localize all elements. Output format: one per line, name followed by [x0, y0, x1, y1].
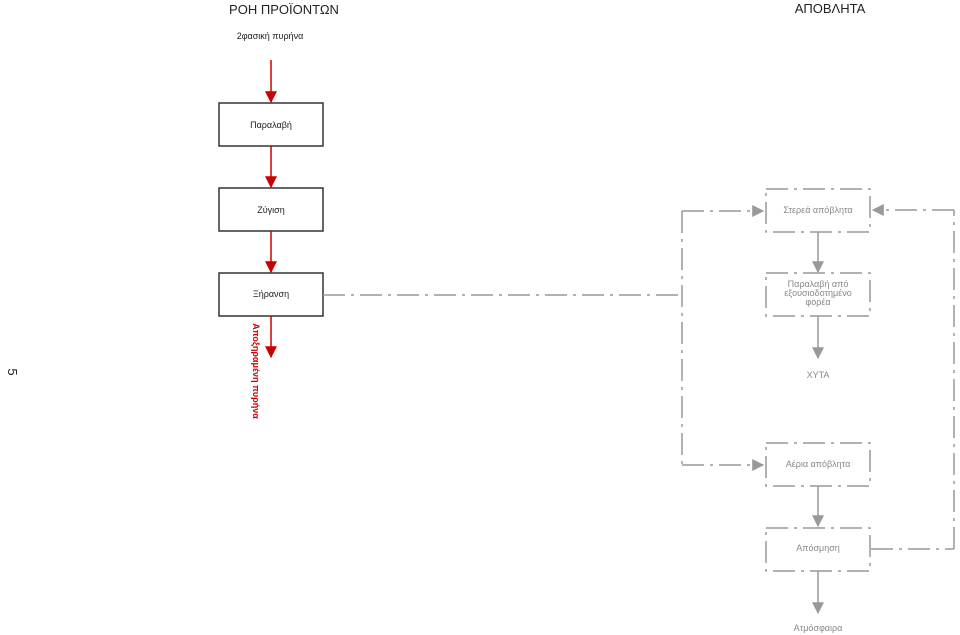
landfill-label: ΧΥΤΑ	[807, 370, 830, 380]
step-weighing-box	[218, 187, 324, 232]
collection-label-line3: φορέα	[805, 297, 830, 307]
waste-branch-lines	[323, 204, 955, 550]
input-label: 2φασική πυρήνα	[237, 31, 304, 41]
solid-waste-label: Στερεά απόβλητα	[783, 205, 852, 215]
step-weighing: Ζύγιση	[218, 187, 324, 232]
waste-deodorization: Απόσμηση	[765, 527, 871, 572]
step-drying-label: Ξήρανση	[253, 289, 289, 299]
atmosphere-label: Ατμόσφαιρα	[794, 623, 843, 633]
waste-header: ΑΠΟΒΛΗΤΑ	[795, 1, 866, 16]
waste-collection: Παραλαβή από εξουσιοδοτημένο φορέα	[765, 272, 871, 317]
solid-waste-box	[765, 188, 871, 233]
step-weighing-label: Ζύγιση	[257, 205, 284, 215]
waste-solid: Στερεά απόβλητα	[765, 188, 871, 233]
product-flow-header: ΡΟΗ ΠΡΟΪΟΝΤΩΝ	[229, 2, 339, 17]
page-number: 5	[5, 368, 20, 375]
collection-label-line2: εξουσιοδοτημένο	[784, 288, 851, 298]
collection-box	[765, 272, 871, 317]
output-label: Αποξηραμένη πυρήνα	[251, 323, 261, 419]
waste-gaseous: Αέρια απόβλητα	[765, 442, 871, 487]
deodorization-box	[765, 527, 871, 572]
step-receiving-label: Παραλαβή	[250, 120, 292, 130]
collection-label-line1: Παραλαβή από	[788, 279, 849, 289]
step-drying-box	[218, 272, 324, 317]
step-receiving: Παραλαβή	[218, 102, 324, 147]
step-drying: Ξήρανση	[218, 272, 324, 317]
gaseous-waste-label: Αέρια απόβλητα	[786, 459, 851, 469]
deodorization-label: Απόσμηση	[796, 543, 840, 553]
